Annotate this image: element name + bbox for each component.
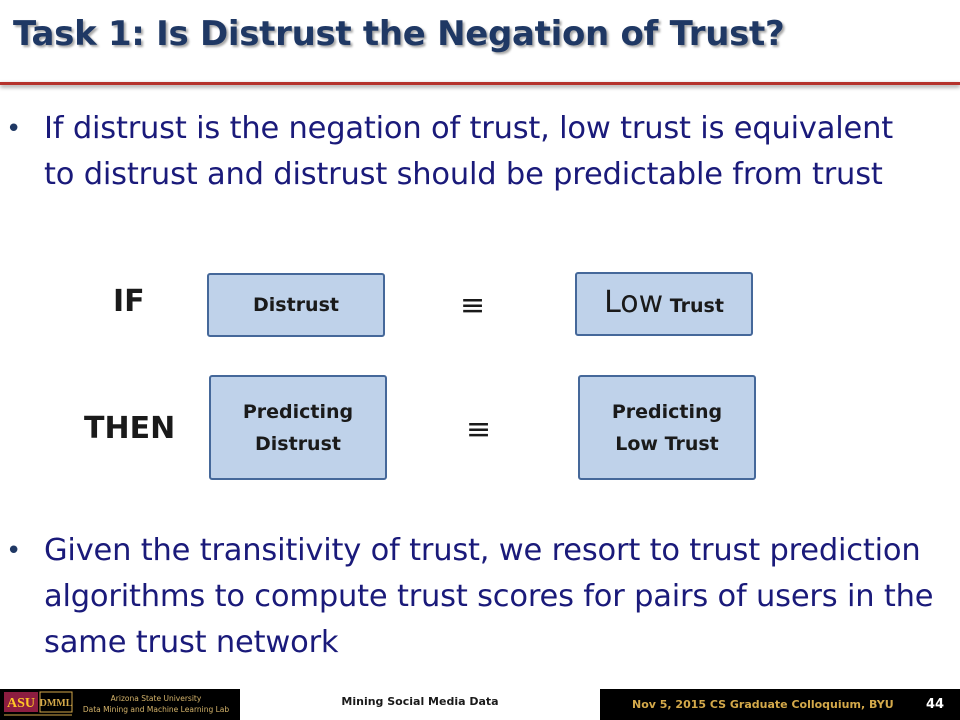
bullet-dot: • (6, 536, 22, 566)
logo-dmml-text: DMML (40, 698, 73, 709)
then-label: THEN (84, 411, 176, 446)
bullet-text-2: Given the transitivity of trust, we reso… (44, 533, 934, 660)
predicting-low-trust-line-1: Predicting (611, 400, 723, 423)
bullet-text-1: If distrust is the negation of trust, lo… (44, 111, 893, 192)
equivalence-symbol-2: ≡ (466, 412, 492, 447)
footer-date-venue: Nov 5, 2015 CS Graduate Colloquium, BYU (632, 698, 894, 711)
predicting-low-trust-line-2: Low Trust (615, 432, 719, 455)
bullet-dot: • (6, 114, 22, 144)
slide-title: Task 1: Is Distrust the Negation of Trus… (13, 14, 785, 54)
university-name: Arizona State University Data Mining and… (70, 693, 242, 715)
if-label: IF (113, 284, 145, 319)
predicting-distrust-line-2: Distrust (255, 432, 341, 455)
predicting-low-trust-box: Predicting Low Trust (578, 375, 756, 480)
low-trust-box: Low Trust (575, 272, 753, 336)
distrust-box-label: Distrust (253, 294, 339, 316)
equivalence-symbol-1: ≡ (460, 288, 486, 323)
distrust-box: Distrust (207, 273, 385, 337)
asu-dmml-logo-icon: ASU DMML (4, 691, 73, 716)
logo-asu-text: ASU (7, 696, 35, 711)
title-divider (0, 82, 960, 85)
predicting-distrust-line-1: Predicting (242, 400, 354, 423)
footer-course-title: Mining Social Media Data (240, 689, 600, 720)
page-number: 44 (926, 697, 945, 712)
university-line: Arizona State University (110, 694, 202, 703)
slide-footer: ASU DMML Arizona State University Data M… (0, 689, 960, 720)
lab-line: Data Mining and Machine Learning Lab (82, 705, 230, 714)
low-trust-box-big: Low (604, 284, 664, 320)
predicting-distrust-box: Predicting Distrust (209, 375, 387, 480)
low-trust-box-small: Trust (669, 294, 724, 317)
bullet-item-1: • If distrust is the negation of trust, … (6, 106, 924, 198)
bullet-item-2: • Given the transitivity of trust, we re… (6, 528, 944, 666)
